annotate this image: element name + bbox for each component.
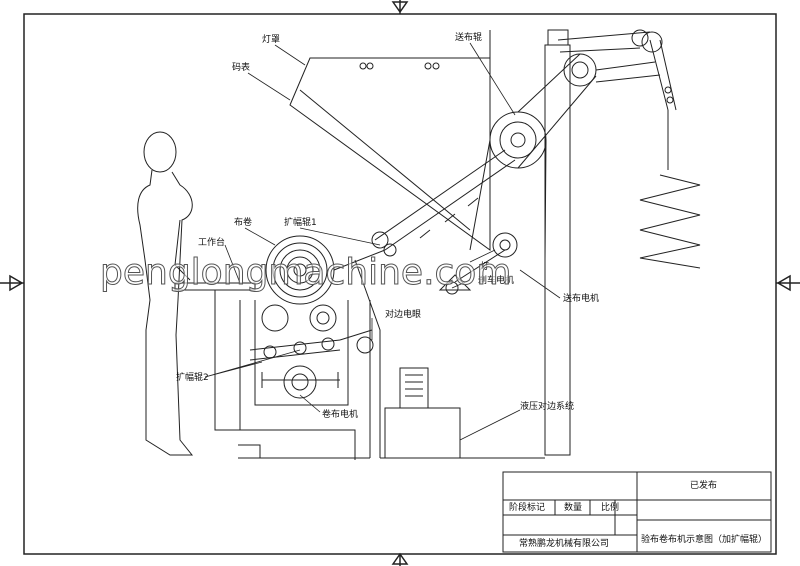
label-spreader-roller-1: 扩幅辊1 <box>284 218 317 228</box>
title-block-stage-mark: 阶段标记 <box>509 503 546 513</box>
title-block-drawing-title: 验布卷布机示意图（加扩幅辊） <box>641 535 768 545</box>
label-winding-motor: 卷布电机 <box>322 410 359 420</box>
label-lamp-cover: 灯罩 <box>262 35 281 45</box>
label-feed-motor: 送布电机 <box>563 294 600 304</box>
label-cloth-roll: 布卷 <box>234 218 253 228</box>
title-block-frame <box>502 471 772 553</box>
leader-lines <box>204 42 561 441</box>
label-lamp: 灯 <box>480 262 490 272</box>
worktable <box>174 282 256 431</box>
label-hydraulic-edge: 液压对边系统 <box>520 402 575 412</box>
folded-cloth <box>639 110 701 269</box>
operator-figure <box>137 131 194 456</box>
feed-roller <box>469 111 547 261</box>
watermark-text: penglongmachine.com <box>99 252 512 294</box>
lamp-hood <box>289 57 491 251</box>
winding-rollers <box>249 304 374 399</box>
label-brake-motor: 刹车电机 <box>478 276 515 286</box>
title-block-status: 已发布 <box>690 481 718 491</box>
overhead-arm <box>517 29 677 169</box>
label-worktable: 工作台 <box>198 238 226 248</box>
title-block-scale: 比例 <box>601 503 620 513</box>
title-block-quantity: 数量 <box>564 503 583 513</box>
label-edge-eye: 对边电眼 <box>385 310 422 320</box>
inspection-board <box>374 149 516 251</box>
cloth-roll <box>265 235 386 305</box>
title-block-company: 常熟鹏龙机械有限公司 <box>519 539 610 549</box>
hydraulic-unit <box>380 367 545 459</box>
label-feed-roller: 送布辊 <box>455 33 483 43</box>
machine-base <box>238 259 381 460</box>
label-meter: 码表 <box>232 63 251 73</box>
lamp-and-brake-motor <box>438 232 518 295</box>
label-spreader-roller-2: 扩幅辊2 <box>176 373 209 383</box>
